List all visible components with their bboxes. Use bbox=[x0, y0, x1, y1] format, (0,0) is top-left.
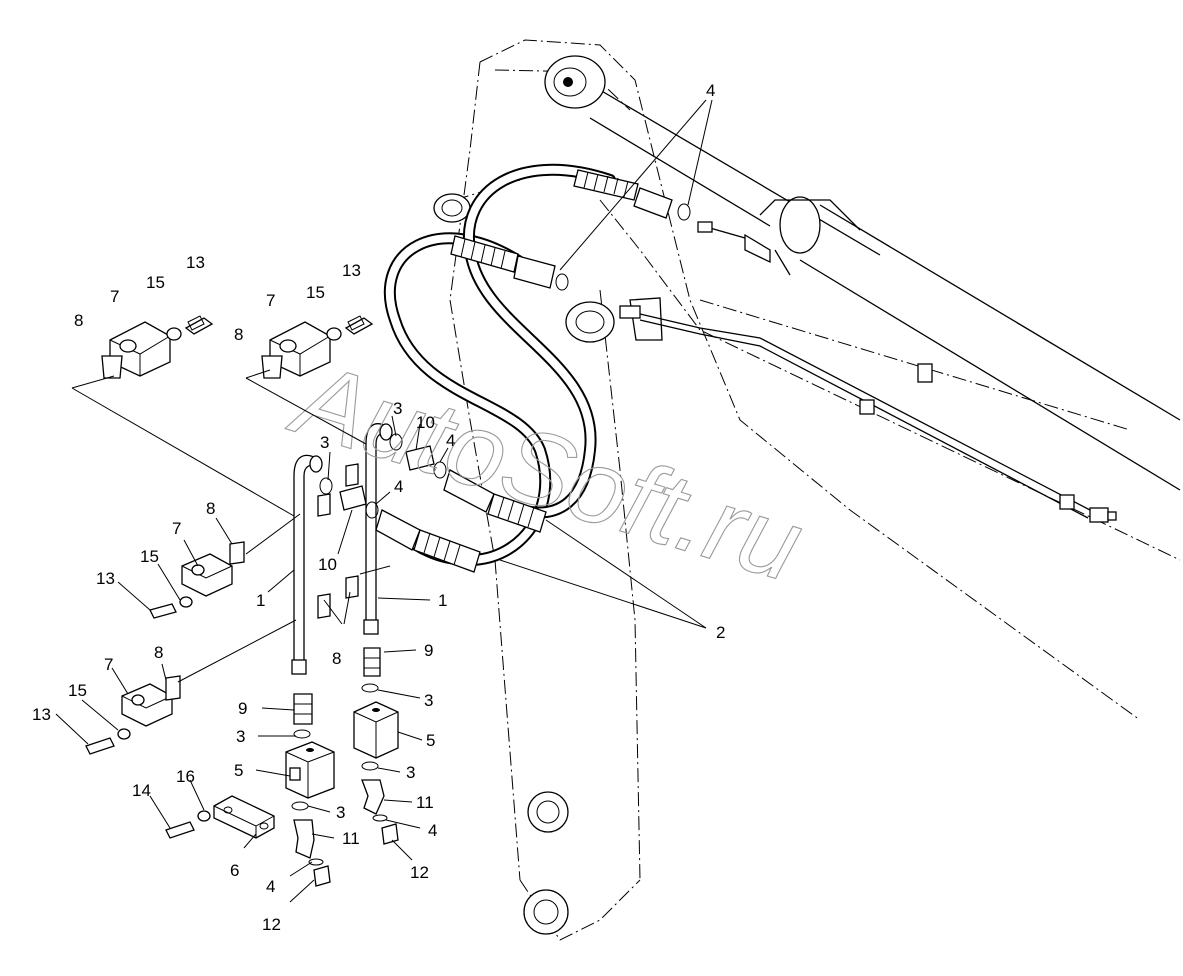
callout-11: 11 bbox=[342, 829, 360, 848]
callout-13: 13 bbox=[342, 261, 361, 280]
callout-7: 7 bbox=[110, 287, 119, 306]
callout-10: 10 bbox=[318, 555, 337, 574]
callout-5: 5 bbox=[234, 761, 243, 780]
boom-outline bbox=[449, 39, 1181, 941]
callout-4: 4 bbox=[266, 877, 275, 896]
boom-pivot-bottom bbox=[523, 889, 569, 935]
callout-1: 1 bbox=[256, 591, 265, 610]
hydraulic-cylinder bbox=[544, 55, 1181, 491]
callout-4: 4 bbox=[446, 431, 455, 450]
boom-pivot-lower bbox=[527, 791, 569, 833]
callout-12: 12 bbox=[410, 863, 429, 882]
callout-6: 6 bbox=[230, 861, 239, 880]
valve-block-left bbox=[285, 741, 335, 799]
callout-13: 13 bbox=[96, 569, 115, 588]
bar-6 bbox=[165, 795, 275, 839]
callout-8: 8 bbox=[206, 499, 215, 518]
hose-fitting-lower-a bbox=[375, 509, 481, 573]
callout-2: 2 bbox=[716, 623, 725, 642]
callout-7: 7 bbox=[172, 519, 181, 538]
clamp-assembly-top-right bbox=[261, 315, 374, 379]
flexible-hose-inner bbox=[462, 163, 616, 519]
steel-tube-left bbox=[291, 454, 323, 675]
callout-8: 8 bbox=[154, 643, 163, 662]
callout-7: 7 bbox=[104, 655, 113, 674]
callout-10: 10 bbox=[416, 413, 435, 432]
adapter-fittings-9 bbox=[293, 647, 381, 725]
hose-fitting-upper-a bbox=[573, 169, 691, 221]
callout-3: 3 bbox=[236, 727, 245, 746]
callout-4: 4 bbox=[428, 821, 437, 840]
callout-labels: 13 15 7 8 13 15 7 8 4 3 10 3 4 4 8 7 15 … bbox=[32, 81, 725, 934]
callout-15: 15 bbox=[306, 283, 325, 302]
callout-15: 15 bbox=[146, 273, 165, 292]
boom-pivot-top bbox=[433, 193, 471, 223]
callout-15: 15 bbox=[68, 681, 87, 700]
callout-8: 8 bbox=[332, 649, 341, 668]
callout-7: 7 bbox=[266, 291, 275, 310]
callout-16: 16 bbox=[176, 767, 195, 786]
callout-3: 3 bbox=[406, 763, 415, 782]
callout-13: 13 bbox=[32, 705, 51, 724]
leader-lines bbox=[55, 99, 713, 903]
callout-3: 3 bbox=[320, 433, 329, 452]
callout-8: 8 bbox=[74, 311, 83, 330]
callout-3: 3 bbox=[393, 399, 402, 418]
hose-fitting-upper-b bbox=[450, 235, 569, 291]
callout-13: 13 bbox=[186, 253, 205, 272]
clamp-assembly-middle bbox=[149, 541, 245, 619]
clamp-assembly-lower bbox=[85, 675, 181, 755]
clamp-halves-tube bbox=[317, 463, 359, 619]
clamp-assembly-top-left bbox=[101, 315, 214, 379]
callout-12: 12 bbox=[262, 915, 281, 934]
callout-15: 15 bbox=[140, 547, 159, 566]
hose-fitting-lower-b bbox=[443, 469, 547, 533]
adapter-fittings-10 bbox=[339, 445, 435, 511]
caps-12 bbox=[313, 823, 399, 887]
callout-9: 9 bbox=[238, 699, 247, 718]
watermark-text: AutoSoft.ru bbox=[278, 339, 815, 604]
valve-block-right bbox=[353, 701, 399, 759]
callout-4: 4 bbox=[706, 81, 715, 100]
callout-3: 3 bbox=[424, 691, 433, 710]
callout-1: 1 bbox=[438, 591, 447, 610]
callout-3: 3 bbox=[336, 803, 345, 822]
callout-14: 14 bbox=[132, 781, 151, 800]
callout-9: 9 bbox=[424, 641, 433, 660]
steel-tube-right bbox=[363, 423, 393, 635]
boom-steel-line bbox=[619, 297, 1117, 523]
boom-pivot-middle bbox=[565, 301, 615, 343]
elbow-fittings-11 bbox=[293, 779, 385, 859]
callout-11: 11 bbox=[416, 793, 434, 812]
callout-8: 8 bbox=[234, 325, 243, 344]
o-rings bbox=[291, 433, 447, 866]
callout-5: 5 bbox=[426, 731, 435, 750]
callout-4: 4 bbox=[394, 477, 403, 496]
